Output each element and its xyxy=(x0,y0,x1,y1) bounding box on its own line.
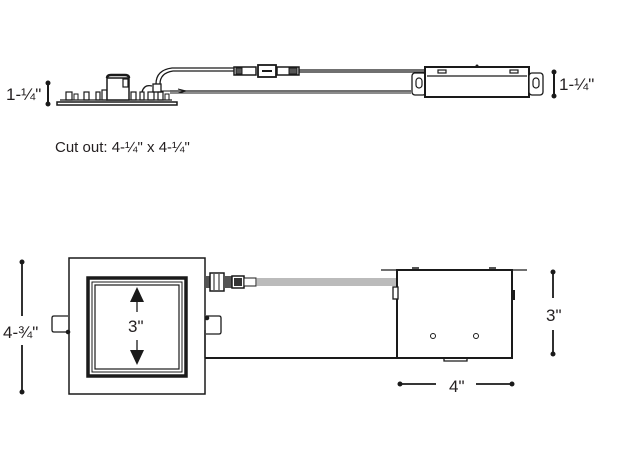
fixture-height-dimension: 1-¼" xyxy=(6,80,51,107)
junction-box xyxy=(381,267,527,362)
top-cable xyxy=(204,272,398,359)
trim-square xyxy=(51,257,222,395)
side-view: 1-¼" xyxy=(6,64,594,156)
top-view: 4-¾" 3" xyxy=(3,257,562,396)
junction-box-height-label: 3" xyxy=(546,306,562,325)
junction-box-width-label: 4" xyxy=(449,377,465,396)
trim-height-dimension: 4-¾" xyxy=(3,259,38,395)
fixture-side-profile xyxy=(56,73,187,106)
junction-box-height-dimension: 3" xyxy=(546,269,562,357)
driver-height-dimension: 1-¼" xyxy=(551,69,594,99)
trim-height-label: 4-¾" xyxy=(3,323,38,342)
driver-box xyxy=(411,64,544,98)
aperture-label: 3" xyxy=(128,317,144,336)
junction-box-width-dimension: 4" xyxy=(397,377,515,396)
cutout-label: Cut out: 4-¼" x 4-¼" xyxy=(55,139,190,156)
driver-height-label: 1-¼" xyxy=(559,75,594,94)
fixture-height-label: 1-¼" xyxy=(6,85,41,104)
flex-cable xyxy=(155,64,428,94)
